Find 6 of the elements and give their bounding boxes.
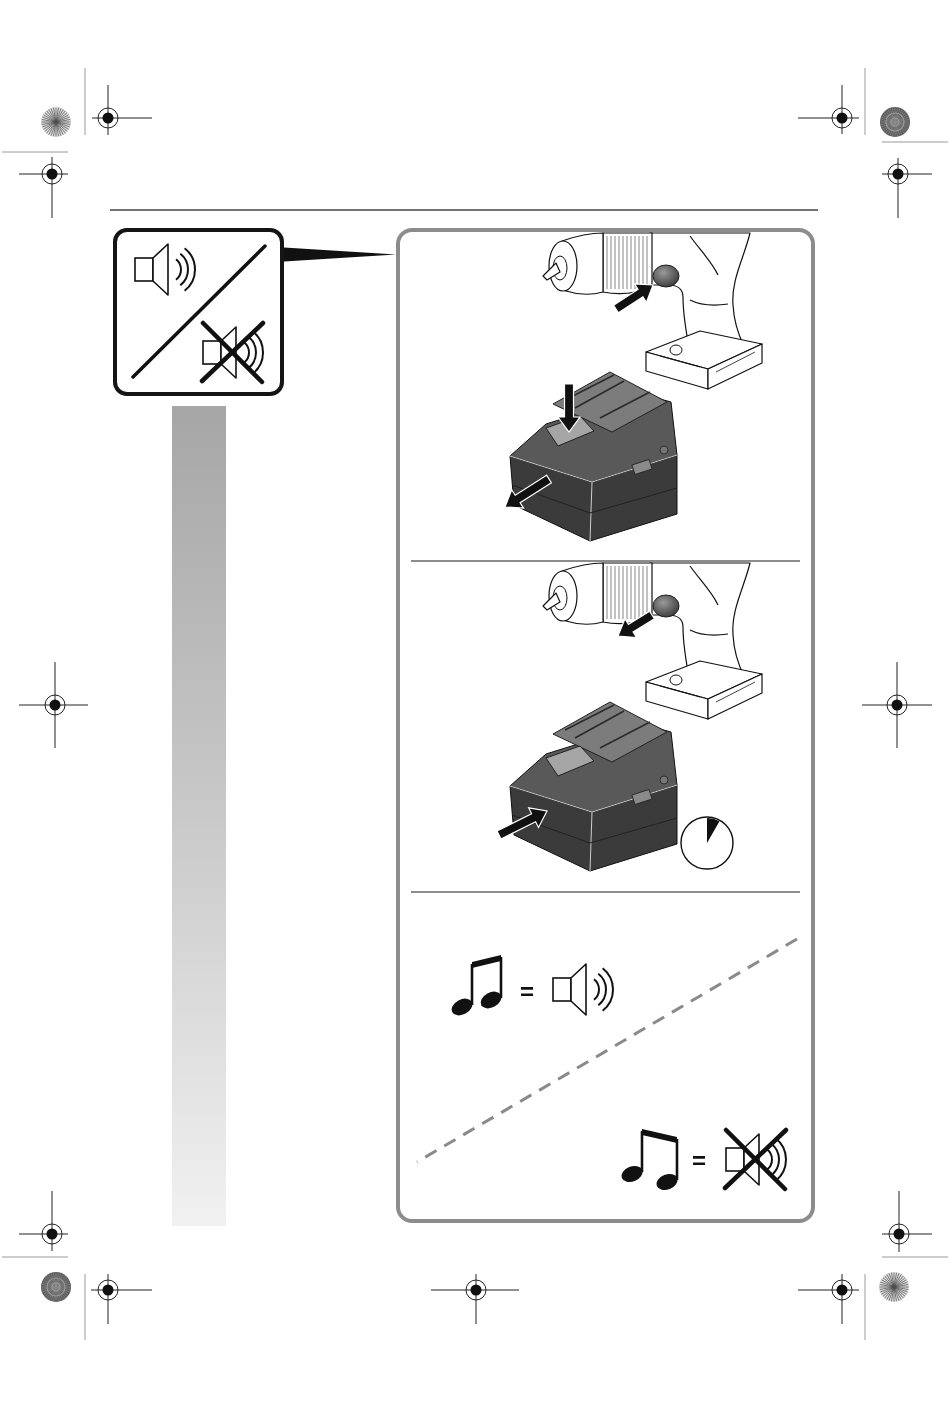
instruction-panel [396,228,815,1223]
equals-sign: = [692,1149,706,1173]
callout-pointer [284,247,396,262]
equals-sign: = [520,980,534,1004]
callout-box [113,228,284,396]
gradient-bar [172,406,226,1226]
